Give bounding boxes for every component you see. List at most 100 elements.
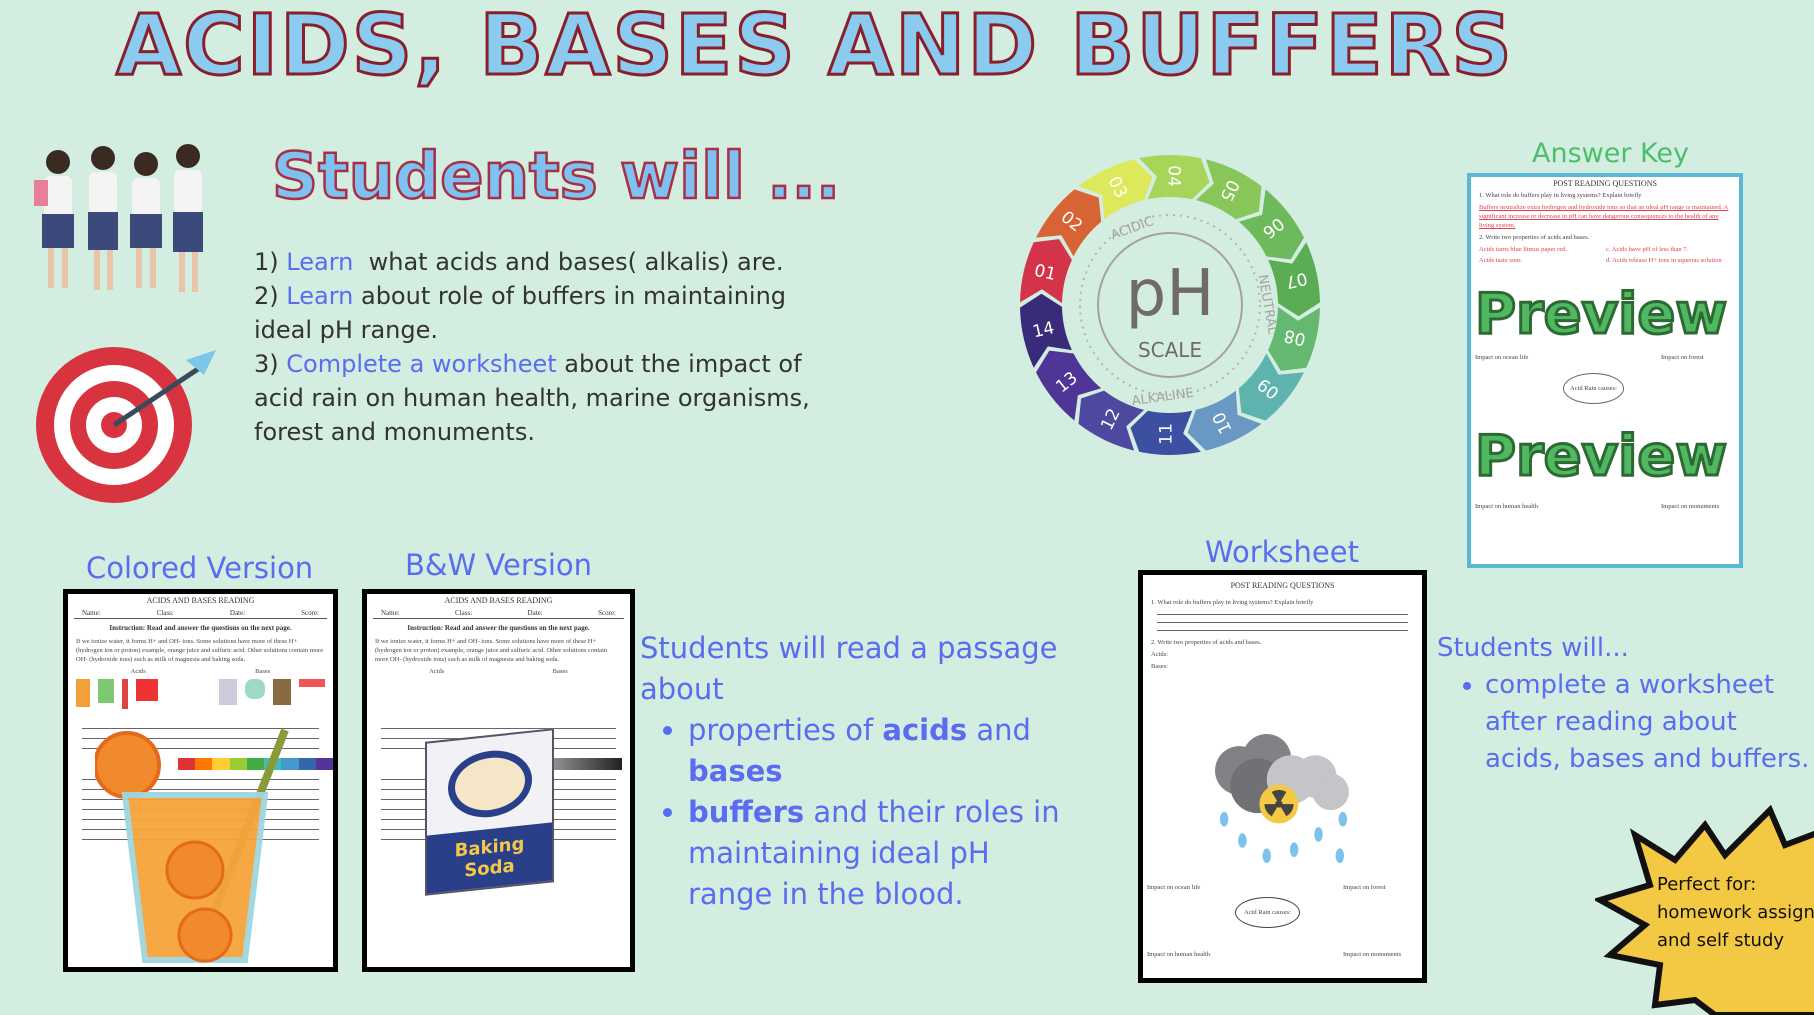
ph-subtitle: SCALE	[1138, 338, 1202, 362]
intro-text: If we ionize water, it forms H+ and OH- …	[76, 638, 324, 663]
ph-segment	[1020, 293, 1072, 368]
badge-line: homework assign	[1657, 902, 1814, 923]
ph-segment	[1078, 390, 1145, 451]
ph-title: pH	[1126, 257, 1215, 331]
ph-segment-label: 08	[1282, 325, 1308, 349]
text-bold: acids	[882, 713, 968, 747]
students-will-2-heading: Students will...	[1437, 633, 1629, 663]
bw-version-label: B&W Version	[405, 548, 593, 582]
preview-watermark: Preview	[1473, 282, 1728, 347]
impact-forest: Impact on forest	[1661, 354, 1704, 361]
text-bold: bases	[688, 754, 783, 788]
field-score: Score:	[301, 609, 319, 617]
text: and	[967, 713, 1031, 747]
goal-text: what acids and bases( alkalis) are.	[353, 248, 784, 276]
student-figure	[34, 144, 203, 292]
ph-segment-label: 04	[1164, 165, 1184, 187]
goal-highlight: Complete a worksheet	[286, 350, 557, 378]
field-name: Name:	[82, 609, 101, 617]
doc-title: ACIDS AND BASES READING	[146, 596, 255, 605]
goal-item: 2) Learn about role of buffers in mainta…	[254, 279, 814, 347]
doc-title: POST READING QUESTIONS	[1230, 581, 1335, 590]
ph-segment-label: 07	[1284, 268, 1310, 292]
students-illustration	[34, 144, 203, 292]
field-score: Score:	[598, 609, 616, 617]
students-will-2: Students will... complete a worksheet af…	[1437, 630, 1814, 778]
question-1: 1. What role do buffers play in living s…	[1479, 192, 1642, 199]
badge-line: and self study	[1657, 930, 1785, 951]
group-acids: Acids	[429, 668, 445, 675]
colored-version-label: Colored Version	[86, 551, 314, 585]
instruction: Instruction: Read and answer the questio…	[407, 624, 590, 632]
acids-label: Acids:	[1151, 651, 1168, 658]
intro-text: If we ionize water, it forms H+ and OH- …	[375, 638, 608, 663]
answer-1: Buffers neutralize extra hydrogen and hy…	[1479, 204, 1729, 229]
answer-2d: d. Acids release H+ ions in aqueous solu…	[1606, 257, 1722, 264]
impact-ocean: Impact on ocean life	[1147, 884, 1201, 891]
worksheet-label: Worksheet	[1205, 535, 1359, 569]
ph-segment	[1238, 189, 1304, 260]
impact-monuments: Impact on monuments	[1343, 951, 1402, 958]
goal-text: about the impact of acid rain on human h…	[254, 350, 810, 446]
badge-line: Perfect for:	[1657, 874, 1757, 895]
goal-highlight: Learn	[286, 282, 354, 310]
zone-alkaline: ALKALINE	[1131, 386, 1195, 410]
ph-segment-label: 11	[1156, 423, 1176, 445]
group-acids: Acids	[130, 668, 146, 675]
preview-watermark: Preview	[1473, 424, 1728, 489]
acid-rain-cloud-illustration	[1215, 734, 1349, 864]
impact-human: Impact on human health	[1475, 503, 1538, 510]
ph-segment	[1036, 189, 1102, 257]
goal-number: 2)	[254, 282, 279, 310]
goal-item: 3) Complete a worksheet about the impact…	[254, 347, 814, 449]
passage-intro: Students will read a passage about	[640, 631, 1058, 706]
group-bases: Bases	[255, 668, 271, 675]
orange-juice-illustration	[95, 728, 289, 963]
zone-acidic: ACIDIC	[1109, 214, 1156, 243]
ph-segment	[1238, 353, 1304, 421]
field-class: Class:	[455, 609, 473, 617]
goal-item: 1) Learn what acids and bases( alkalis) …	[254, 245, 814, 279]
answer-key-preview[interactable]: POST READING QUESTIONS 1. What role do b…	[1467, 173, 1743, 568]
page-title: ACIDS, BASES AND BUFFERS	[115, 0, 1514, 96]
ph-segment	[1036, 350, 1102, 421]
text-bold: buffers	[688, 795, 805, 829]
answer-2b: Acids taste sour.	[1479, 257, 1522, 264]
ph-segment	[1195, 159, 1262, 220]
passage-bullet: buffers and their roles in maintaining i…	[688, 792, 1080, 915]
ph-segment	[1139, 155, 1210, 200]
goal-number: 1)	[254, 248, 279, 276]
starburst-badge	[1595, 805, 1814, 1015]
students-will-heading: Students will ...	[271, 139, 842, 216]
impact-human: Impact on human health	[1147, 951, 1210, 958]
doc-title: ACIDS AND BASES READING	[444, 596, 553, 605]
impact-ocean: Impact on ocean life	[1475, 354, 1529, 361]
badge-text: Perfect for: homework assign and self st…	[1657, 871, 1814, 955]
doc-title: POST READING QUESTIONS	[1553, 179, 1657, 188]
acid-rain-center: Acid Rain causes:	[1563, 373, 1624, 404]
ph-segment	[1020, 239, 1072, 304]
impact-forest: Impact on forest	[1343, 884, 1386, 891]
field-name: Name:	[381, 609, 400, 617]
ph-segment	[1268, 306, 1320, 371]
answer-key-label: Answer Key	[1532, 138, 1689, 169]
rain-drops	[1219, 811, 1348, 864]
passage-bullet: properties of acids and bases	[688, 710, 1080, 792]
answer-2a: Acids turns blue litmus paper red.	[1479, 246, 1568, 253]
impact-monuments: Impact on monuments	[1661, 503, 1720, 510]
goal-highlight: Learn	[286, 248, 354, 276]
text: and their roles in maintaining ideal pH …	[688, 795, 1060, 911]
acid-rain-center: Acid Rain causes:	[1235, 897, 1300, 928]
question-1: 1. What role do buffers play in living s…	[1151, 599, 1314, 606]
ph-segment	[1187, 390, 1262, 451]
text: properties of	[688, 713, 883, 747]
students-will-2-bullet: complete a worksheet after reading about…	[1485, 667, 1814, 778]
passage-description: Students will read a passage about prope…	[640, 628, 1080, 915]
instruction: Instruction: Read and answer the questio…	[109, 624, 292, 632]
ph-segment	[1130, 410, 1201, 455]
ph-segment	[1078, 159, 1153, 220]
question-2: 2. Write two properties of acids and bas…	[1151, 639, 1262, 646]
goal-text: about role of buffers in maintaining ide…	[254, 282, 787, 344]
answer-2c: c. Acids have pH of less than 7.	[1606, 246, 1689, 253]
